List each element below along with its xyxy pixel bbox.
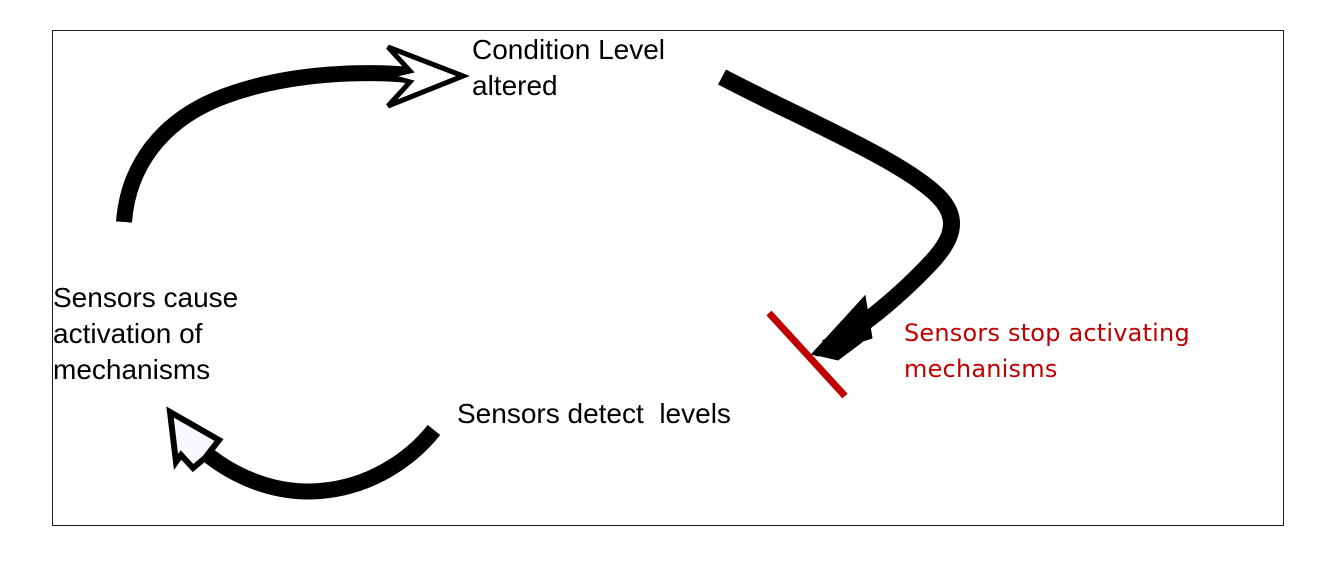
label-sensors-stop-activating: Sensors stop activating mechanisms <box>904 319 1190 383</box>
label-sensors-detect-levels: Sensors detect levels <box>457 398 731 429</box>
diagram-frame <box>52 30 1284 526</box>
label-sensors-cause-activation: Sensors cause activation of mechanisms <box>53 282 239 385</box>
label-condition-level-altered: Condition Level altered <box>472 34 666 101</box>
